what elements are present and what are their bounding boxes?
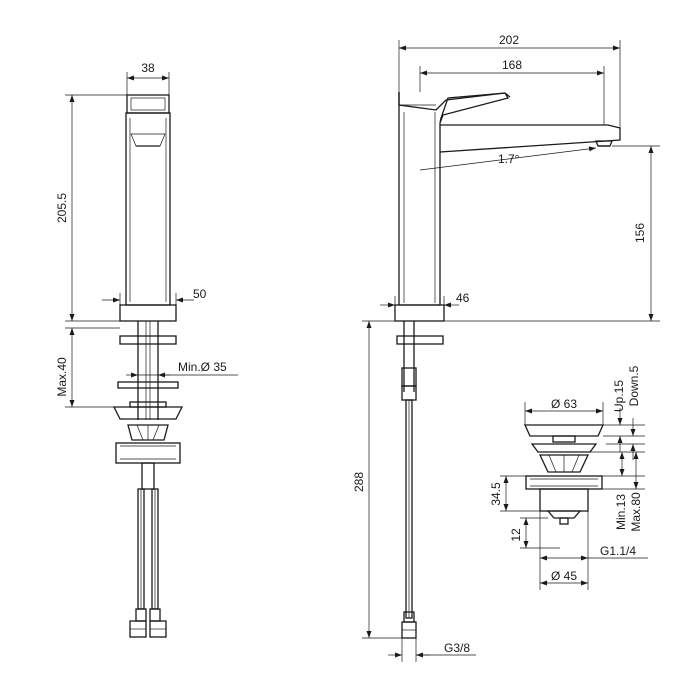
- waste-nut: [525, 475, 603, 490]
- dim-base-width: 50: [193, 287, 207, 301]
- dim-min: Min.13: [614, 494, 628, 530]
- dim-max: Max.80: [629, 492, 643, 532]
- side-body: [398, 92, 510, 306]
- dim-height: 34.5: [489, 482, 503, 506]
- dim-up: Up.15: [612, 380, 626, 412]
- dim-base-offset: 46: [456, 291, 470, 305]
- dim-spout-reach: 168: [502, 58, 522, 72]
- dim-overall-length: 202: [499, 33, 519, 47]
- dim-width-top: 38: [141, 61, 155, 75]
- front-hoses: [129, 488, 167, 638]
- dim-min-hole: Min.Ø 35: [178, 360, 227, 374]
- dim-body-diameter: Ø 45: [551, 569, 577, 583]
- dim-spout-angle: 1.7°: [498, 152, 520, 166]
- front-view: 38 205.5 50 Max.40 Min.Ø 35: [55, 61, 238, 638]
- dim-body-height: 205.5: [55, 193, 69, 223]
- side-base: [394, 304, 445, 322]
- dim-max-deck: Max.40: [55, 357, 69, 397]
- dim-spout-height: 156: [633, 223, 647, 243]
- dim-down: Down.5: [627, 365, 641, 406]
- front-body: [125, 112, 171, 306]
- dim-thread-len: 12: [509, 528, 523, 542]
- dim-cap-diameter: Ø 63: [551, 397, 577, 411]
- front-base: [119, 304, 177, 322]
- dim-thread: G1.1/4: [600, 544, 636, 558]
- side-view: 202 168 1.7° 156 46 288 G3/8: [352, 33, 660, 662]
- side-spout: [439, 124, 621, 153]
- side-handle: [398, 92, 511, 111]
- waste-view: Ø 63 Up.15 Down.5 Min.13 Max.80 34.5 12: [489, 365, 648, 590]
- dim-hose-thread: G3/8: [444, 641, 470, 655]
- waste-cap: [523, 424, 605, 437]
- dim-hose-length: 288: [352, 472, 366, 492]
